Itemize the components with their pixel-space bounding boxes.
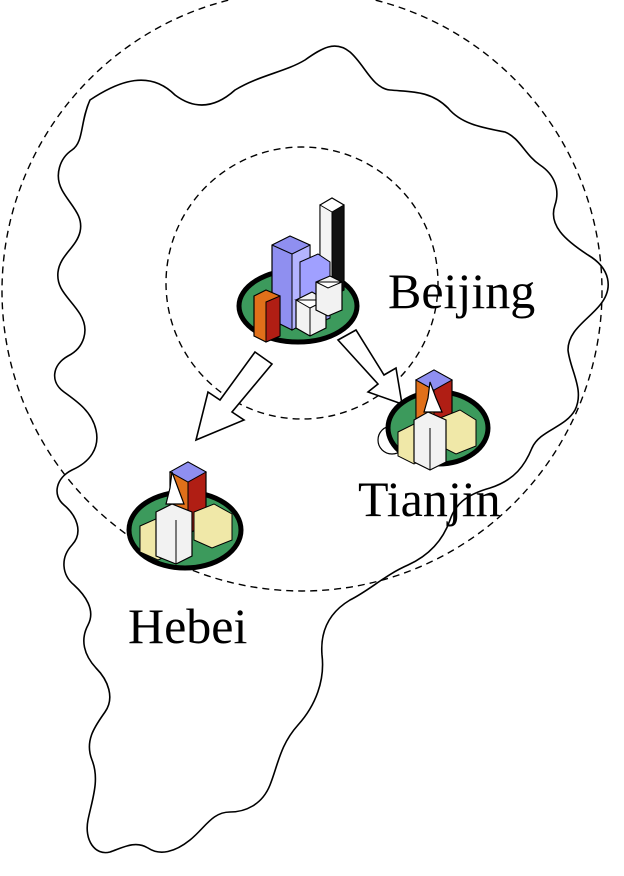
hebei-town-icon: [126, 461, 244, 571]
outer-dashed-circle: [1, 0, 603, 592]
hebei-label: Hebei: [128, 598, 248, 654]
beijing-city-icon: [236, 197, 360, 345]
arrow-to-hebei: [194, 350, 274, 442]
inner-dashed-circle: [165, 146, 439, 420]
beijing-label: Beijing: [388, 263, 536, 319]
tianjin-label: Tianjin: [358, 471, 501, 527]
region-outline: [53, 45, 609, 854]
tianjin-town-icon: [385, 369, 491, 471]
arrow-to-tianjin: [336, 328, 404, 406]
